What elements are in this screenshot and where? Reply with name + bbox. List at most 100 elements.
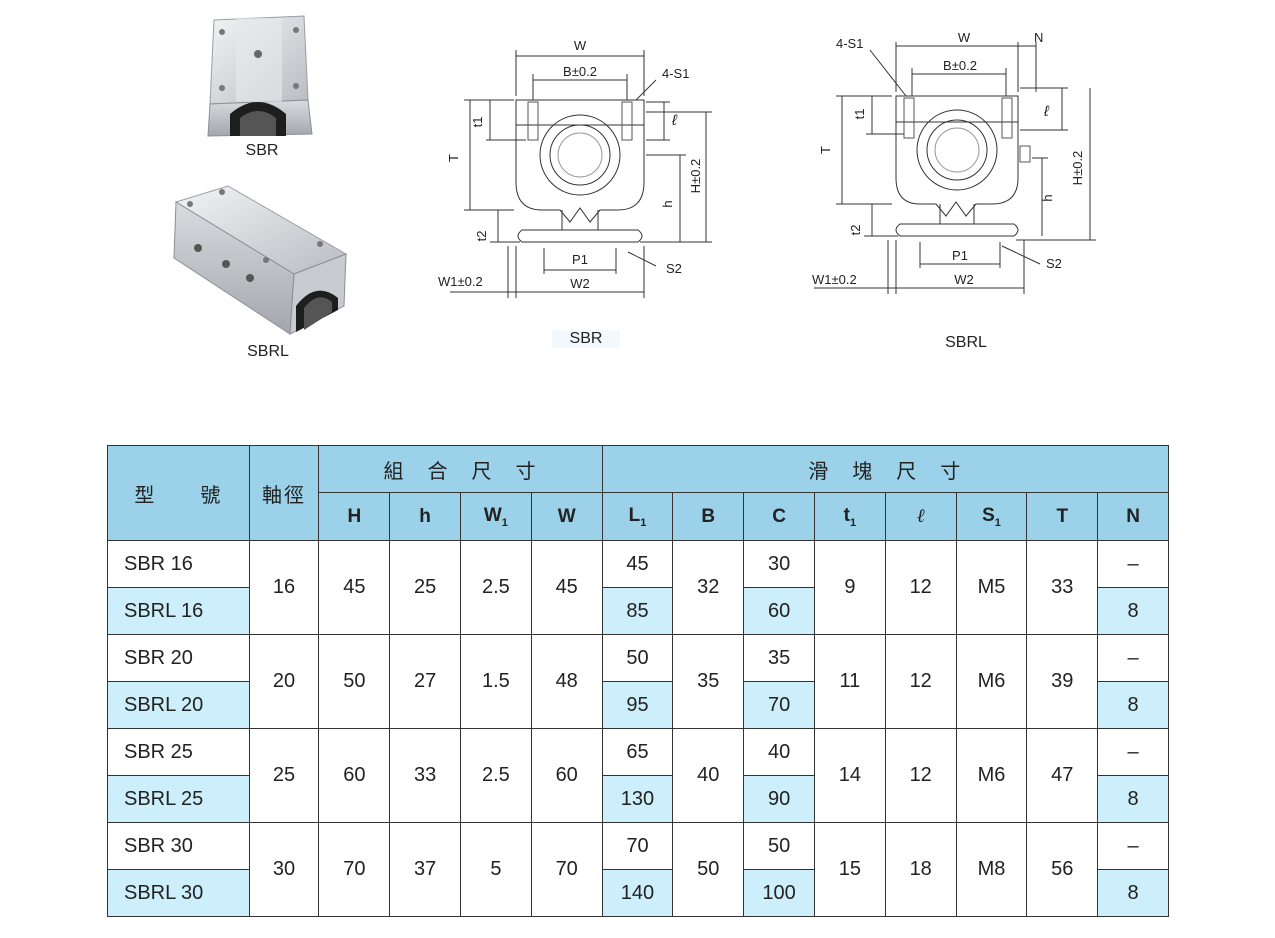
t1-cell: 9 bbox=[814, 540, 886, 635]
N-sbr-cell: – bbox=[1097, 634, 1169, 682]
dim-w2-label: W2 bbox=[570, 276, 590, 291]
h-cell: 25 bbox=[389, 540, 461, 635]
sbr-photo bbox=[207, 15, 313, 137]
model-sbrl: SBRL 16 bbox=[107, 587, 250, 635]
H-cell: 50 bbox=[318, 634, 391, 729]
S1-cell: M6 bbox=[955, 634, 1028, 729]
dim-s1-label: 4-S1 bbox=[662, 66, 689, 81]
table-row: SBR 30 30 70 37 5 70 70 50 50 15 18 M8 5… bbox=[107, 822, 1169, 917]
l-cell: 18 bbox=[884, 822, 957, 917]
T-cell: 56 bbox=[1026, 822, 1099, 917]
col-T: T bbox=[1026, 492, 1099, 541]
dim-h-label: h bbox=[660, 200, 675, 207]
dim-h-label: h bbox=[1040, 194, 1055, 201]
C-sbrl-cell: 70 bbox=[743, 681, 816, 729]
col-L1: L1 bbox=[601, 492, 674, 541]
model-sbr: SBR 25 bbox=[107, 728, 250, 776]
col-h: h bbox=[389, 492, 461, 541]
col-W: W bbox=[530, 492, 603, 541]
spec-table: 型 號 軸徑 組 合 尺 寸 滑 塊 尺 寸 H h W1 W L1 B C t… bbox=[107, 445, 1170, 917]
C-sbr-cell: 35 bbox=[743, 634, 816, 682]
H-cell: 70 bbox=[318, 822, 391, 917]
S1-cell: M8 bbox=[955, 822, 1028, 917]
sbrl-drawing-caption: SBRL bbox=[945, 334, 987, 351]
h-cell: 33 bbox=[389, 728, 461, 823]
H-cell: 45 bbox=[318, 540, 391, 635]
N-sbr-cell: – bbox=[1097, 540, 1169, 588]
sbrl-photo bbox=[173, 185, 348, 335]
W1-cell: 1.5 bbox=[460, 634, 532, 729]
H-cell: 60 bbox=[318, 728, 391, 823]
dim-w-label: W bbox=[574, 38, 587, 53]
S1-cell: M5 bbox=[955, 540, 1028, 635]
h-cell: 37 bbox=[389, 822, 461, 917]
L1-sbrl-cell: 140 bbox=[601, 869, 674, 917]
sbrl-drawing: 4-S1 W N B±0.2 t1 ℓ T H±0.2 h t2 P1 S2 W… bbox=[812, 30, 1096, 294]
table-row: SBR 25 25 60 33 2.5 60 65 40 40 14 12 M6… bbox=[107, 728, 1169, 823]
L1-sbr-cell: 70 bbox=[601, 822, 674, 870]
N-sbrl-cell: 8 bbox=[1097, 775, 1169, 823]
L1-sbrl-cell: 130 bbox=[601, 775, 674, 823]
shaft-cell: 16 bbox=[248, 540, 320, 635]
header-model: 型 號 bbox=[107, 445, 250, 541]
dim-w1-label: W1±0.2 bbox=[438, 274, 483, 289]
dim-w2-label: W2 bbox=[954, 272, 974, 287]
sbr-photo-label: SBR bbox=[245, 142, 279, 159]
L1-sbrl-cell: 95 bbox=[601, 681, 674, 729]
col-l: ℓ bbox=[884, 492, 957, 541]
col-S1: S1 bbox=[955, 492, 1028, 541]
dim-t1-label: t1 bbox=[852, 109, 867, 120]
B-cell: 40 bbox=[672, 728, 745, 823]
C-sbr-cell: 30 bbox=[743, 540, 816, 588]
dim-p1-label: P1 bbox=[572, 252, 588, 267]
B-cell: 32 bbox=[672, 540, 745, 635]
dim-t2-label: t2 bbox=[474, 231, 489, 242]
sbrl-photo-label: SBRL bbox=[247, 343, 289, 360]
table-row: SBRL 25 130 90 8 bbox=[107, 775, 1169, 823]
B-cell: 50 bbox=[672, 822, 745, 917]
sbr-drawing-caption: SBR bbox=[552, 330, 620, 348]
model-sbrl: SBRL 25 bbox=[107, 775, 250, 823]
header-block: 滑 塊 尺 寸 bbox=[601, 445, 1170, 493]
dim-t-label: T bbox=[818, 146, 833, 154]
dim-s1-label: 4-S1 bbox=[836, 36, 863, 51]
dim-s2-label: S2 bbox=[1046, 256, 1062, 271]
shaft-cell: 20 bbox=[248, 634, 320, 729]
C-sbrl-cell: 100 bbox=[743, 869, 816, 917]
table-row: SBR 20 20 50 27 1.5 48 50 35 35 11 12 M6… bbox=[107, 634, 1169, 729]
T-cell: 33 bbox=[1026, 540, 1099, 635]
C-sbrl-cell: 90 bbox=[743, 775, 816, 823]
N-sbrl-cell: 8 bbox=[1097, 587, 1169, 635]
l-cell: 12 bbox=[884, 540, 957, 635]
t1-cell: 14 bbox=[814, 728, 886, 823]
col-W1: W1 bbox=[460, 492, 532, 541]
N-sbrl-cell: 8 bbox=[1097, 681, 1169, 729]
T-cell: 39 bbox=[1026, 634, 1099, 729]
L1-sbr-cell: 65 bbox=[601, 728, 674, 776]
model-sbr: SBR 30 bbox=[107, 822, 250, 870]
dim-t1-label: t1 bbox=[470, 117, 485, 128]
C-sbr-cell: 50 bbox=[743, 822, 816, 870]
N-sbr-cell: – bbox=[1097, 822, 1169, 870]
dim-l-label: ℓ bbox=[671, 112, 678, 129]
C-sbr-cell: 40 bbox=[743, 728, 816, 776]
dim-hh-label: H±0.2 bbox=[1070, 151, 1085, 186]
dim-p1-label: P1 bbox=[952, 248, 968, 263]
h-cell: 27 bbox=[389, 634, 461, 729]
t1-cell: 15 bbox=[814, 822, 886, 917]
model-sbr: SBR 20 bbox=[107, 634, 250, 682]
dim-b-label: B±0.2 bbox=[943, 58, 977, 73]
dim-l-label: ℓ bbox=[1043, 103, 1050, 120]
T-cell: 47 bbox=[1026, 728, 1099, 823]
B-cell: 35 bbox=[672, 634, 745, 729]
table-row: SBR 16 16 45 25 2.5 45 45 32 30 9 12 M5 … bbox=[107, 540, 1169, 635]
col-H: H bbox=[318, 492, 391, 541]
model-sbrl: SBRL 20 bbox=[107, 681, 250, 729]
dim-hh-label: H±0.2 bbox=[688, 159, 703, 194]
W1-cell: 2.5 bbox=[460, 540, 532, 635]
dim-s2-label: S2 bbox=[666, 261, 682, 276]
l-cell: 12 bbox=[884, 728, 957, 823]
C-sbrl-cell: 60 bbox=[743, 587, 816, 635]
L1-sbr-cell: 45 bbox=[601, 540, 674, 588]
dim-t2-label: t2 bbox=[848, 225, 863, 236]
